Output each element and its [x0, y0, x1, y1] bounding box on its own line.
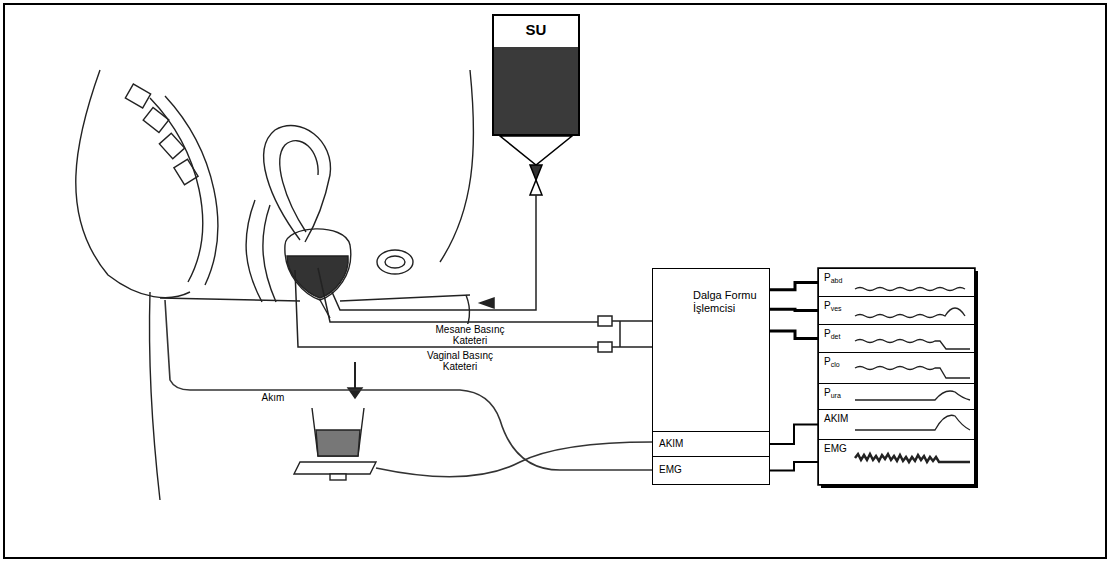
emg-channel-box: EMG — [652, 456, 770, 485]
signal-connector — [770, 425, 818, 445]
output-panel — [818, 268, 978, 488]
trace-row: Pabd — [818, 268, 975, 297]
iv-bag-neck — [500, 136, 572, 195]
node-label: Pdet — [819, 325, 974, 340]
signal-connector — [770, 462, 818, 471]
signal-connector — [770, 331, 818, 339]
flow-channel-box: AKIM — [652, 431, 770, 457]
signal-connector — [770, 283, 818, 290]
processor-box: Dalga Formu İşlemcisiAKIM EMG — [652, 268, 770, 485]
node-label: Pclo — [819, 353, 974, 368]
node-label: AKIM — [653, 432, 769, 449]
trace-row: AKIM — [818, 409, 975, 440]
water-bag: SU — [492, 14, 580, 136]
transducer — [598, 316, 612, 326]
node-label: EMG — [653, 457, 769, 475]
node-label: Pura — [819, 384, 974, 399]
node-label: SU — [494, 16, 578, 38]
node-label: AKIM — [819, 410, 974, 424]
signal-connector — [770, 309, 818, 310]
catheter-label: Mesane Basınç Kateteri — [428, 324, 512, 346]
outer-frame — [4, 4, 1106, 558]
trace-row: Pdet — [818, 324, 975, 353]
trace-row: Pves — [818, 296, 975, 325]
node-label: Pves — [819, 297, 974, 312]
trace-row: Pclo — [818, 352, 975, 384]
trace-row: Pura — [818, 383, 975, 410]
trace-row: EMG — [818, 439, 975, 485]
pelvis-anatomy — [76, 70, 474, 500]
signal-cables — [165, 300, 652, 477]
transducer — [598, 342, 612, 352]
flow-label: Akım — [255, 392, 291, 403]
node-label: Pabd — [819, 269, 974, 284]
node-label: Dalga Formu İşlemcisi — [653, 269, 769, 315]
catheter-label: Vaginal Basınç Kateteri — [418, 350, 502, 372]
flow-meter — [294, 362, 376, 480]
flow-arrow — [480, 298, 494, 308]
catheters — [295, 195, 652, 352]
signal-traces — [855, 288, 970, 463]
node-label: EMG — [819, 440, 974, 454]
